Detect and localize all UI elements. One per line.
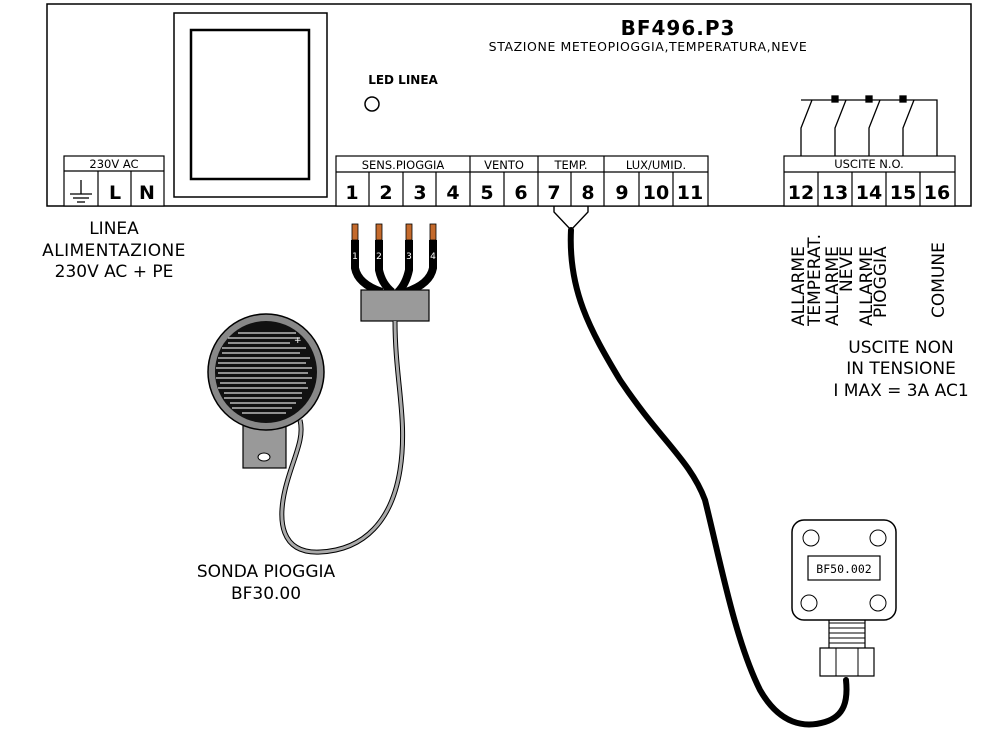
cable-grommet <box>360 289 430 322</box>
power-terminal-l: L <box>109 182 121 204</box>
power-caption-line3: 230V AC + PE <box>55 262 174 282</box>
wire-number-2: 2 <box>376 252 382 262</box>
outputs-header: USCITE N.O. <box>834 157 904 171</box>
terminal-9: 9 <box>615 182 628 204</box>
terminal-12: 12 <box>788 182 814 204</box>
terminal-2: 2 <box>379 182 392 204</box>
terminal-1: 1 <box>345 182 358 204</box>
power-terminal-n: N <box>139 182 155 204</box>
rain-sensor-probe: + <box>207 313 325 469</box>
group-label-lux-umid: LUX/UMID. <box>626 158 686 172</box>
device-model: BF496.P3 <box>621 16 736 40</box>
output-labels: ALLARME TEMPERAT. ALLARME NEVE ALLARME P… <box>789 234 949 327</box>
terminal-3: 3 <box>413 182 426 204</box>
wire-number-4: 4 <box>430 252 436 262</box>
rain-sensor-caption-2: BF30.00 <box>231 584 301 604</box>
output-label-pioggia-1: ALLARME <box>857 246 877 326</box>
output-label-temp-2: TEMPERAT. <box>805 234 825 327</box>
terminal-7: 7 <box>547 182 560 204</box>
ground-icon <box>70 180 92 203</box>
output-label-temp-1: ALLARME <box>789 246 809 326</box>
output-terminal-strip: USCITE N.O. 12 13 14 15 16 <box>783 155 956 207</box>
terminal-11: 11 <box>677 182 703 204</box>
terminal-16: 16 <box>924 182 950 204</box>
terminal-4: 4 <box>446 182 459 204</box>
sensor-plus-mark: + <box>294 336 302 346</box>
led-label: LED LINEA <box>368 73 438 87</box>
temp-probe-cable <box>567 227 850 728</box>
device-description: STAZIONE METEOPIOGGIA,TEMPERATURA,NEVE <box>489 39 808 54</box>
terminal-5: 5 <box>480 182 493 204</box>
outputs-note-line2: IN TENSIONE <box>846 359 956 379</box>
terminal-10: 10 <box>643 182 669 204</box>
terminal-15: 15 <box>890 182 916 204</box>
temp-probe: BF50.002 <box>791 519 897 677</box>
terminal-14: 14 <box>856 182 882 204</box>
rain-sensor-leads: 1 2 3 4 <box>351 223 437 322</box>
output-label-comune: COMUNE <box>929 242 949 318</box>
relay-contacts <box>800 95 938 156</box>
power-block-header: 230V AC <box>89 157 138 171</box>
group-label-vento: VENTO <box>484 158 524 172</box>
group-label-temp: TEMP. <box>553 158 587 172</box>
rain-sensor-caption-1: SONDA PIOGGIA <box>197 562 336 582</box>
outputs-note-line3: I MAX = 3A AC1 <box>833 381 968 401</box>
temp-probe-label: BF50.002 <box>816 562 871 576</box>
power-caption-line2: ALIMENTAZIONE <box>42 241 186 261</box>
wire-number-3: 3 <box>406 252 412 262</box>
led-indicator <box>364 96 380 112</box>
display-screen <box>189 28 311 181</box>
group-label-sens-pioggia: SENS.PIOGGIA <box>362 158 445 172</box>
temp-cable-connector <box>553 206 589 232</box>
wire-number-1: 1 <box>352 252 358 262</box>
terminal-8: 8 <box>581 182 594 204</box>
input-terminal-strip: SENS.PIOGGIA VENTO TEMP. LUX/UMID. 1 2 3… <box>335 155 709 207</box>
power-terminal-block: 230V AC L N <box>63 155 165 207</box>
power-caption-line1: LINEA <box>89 219 139 239</box>
outputs-note-line1: USCITE NON <box>848 338 953 358</box>
output-label-pioggia-2: PIOGGIA <box>871 246 891 318</box>
output-label-neve-1: ALLARME <box>823 246 843 326</box>
terminal-13: 13 <box>822 182 848 204</box>
output-label-neve-2: NEVE <box>837 246 857 292</box>
terminal-6: 6 <box>514 182 527 204</box>
